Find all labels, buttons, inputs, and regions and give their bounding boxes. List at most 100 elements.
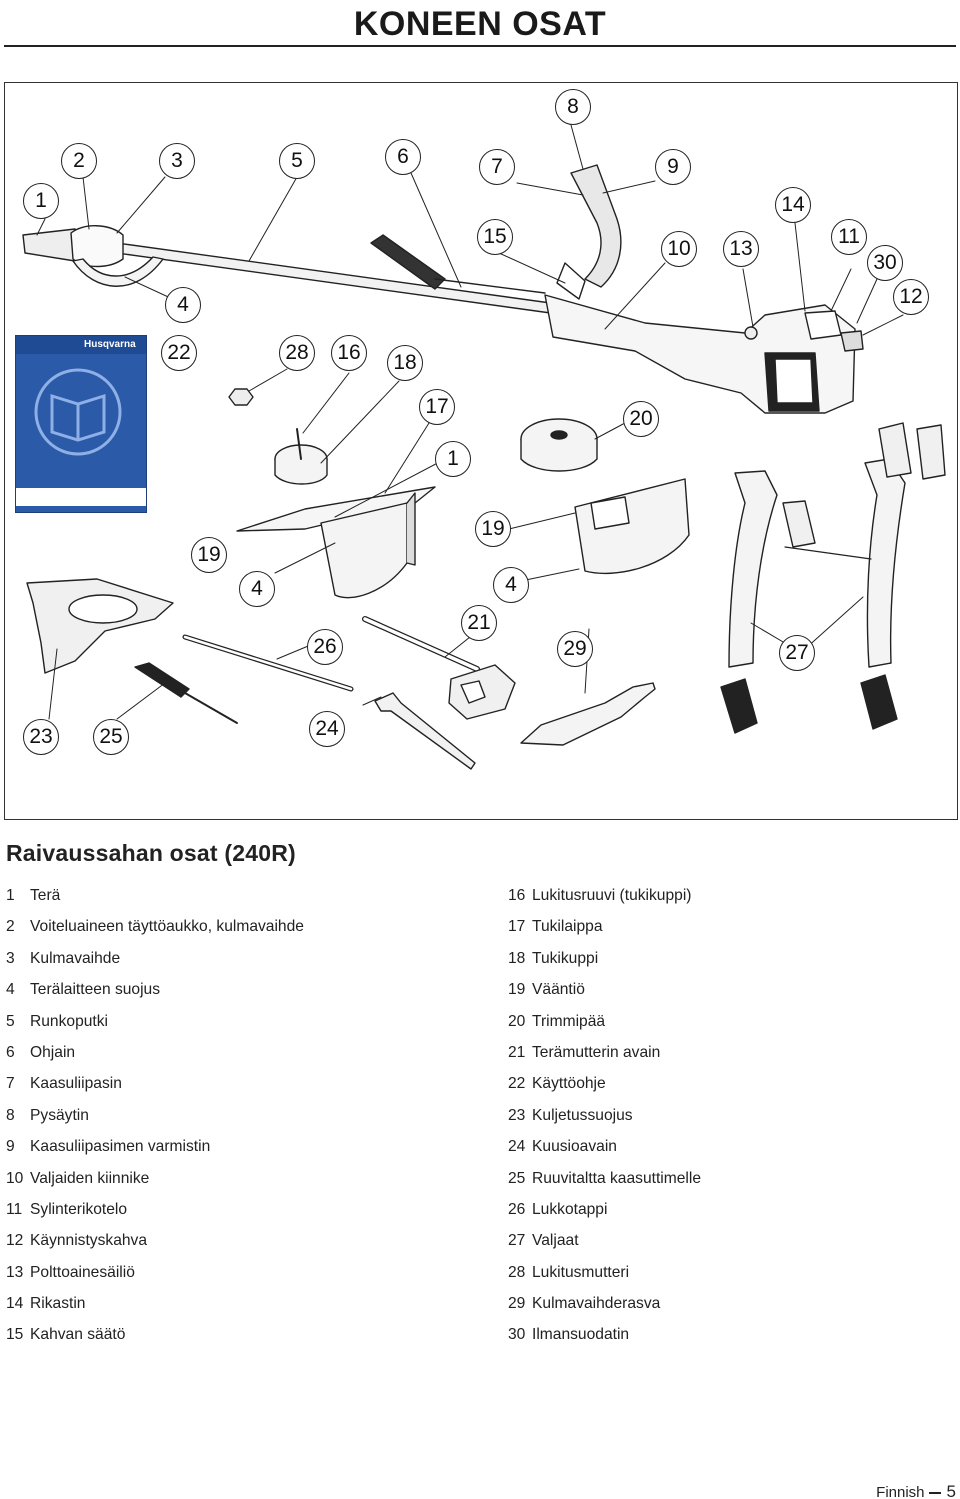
guard-4-drawing xyxy=(72,256,164,287)
section-title: Raivaussahan osat (240R) xyxy=(6,840,296,866)
list-item: 5 Runkoputki xyxy=(6,1006,426,1037)
part-name: Rikastin xyxy=(30,1295,86,1313)
part-name: Kuljetussuojus xyxy=(532,1106,633,1124)
callout-23: 23 xyxy=(23,719,59,755)
part-name: Kulmavaihderasva xyxy=(532,1295,661,1313)
list-item: 24 Kuusioavain xyxy=(508,1131,928,1162)
callout-10: 10 xyxy=(661,231,697,267)
part-name: Kulmavaihde xyxy=(30,949,121,967)
part-name: Lukitusruuvi (tukikuppi) xyxy=(532,887,692,904)
hex-key-drawing xyxy=(374,692,476,770)
parts-list-right: 16 Lukitusruuvi (tukikuppi) 17 Tukilaippa 18… xyxy=(508,880,928,1351)
part-name: Polttoainesäiliö xyxy=(30,1263,135,1281)
list-item: 15 Kahvan säätö xyxy=(6,1319,426,1350)
part-number: 24 xyxy=(508,1138,526,1156)
part-name: Kaasuliipasin xyxy=(30,1075,122,1093)
list-item: 16 Lukitusruuvi (tukikuppi) xyxy=(508,880,928,911)
part-name: Terälaitteen suojus xyxy=(30,981,161,999)
callout-1-lower: 1 xyxy=(435,441,471,477)
callout-19-left: 19 xyxy=(191,537,227,573)
callout-4-right: 4 xyxy=(493,567,529,603)
list-item: 23 Kuljetussuojus xyxy=(508,1100,928,1131)
screwdriver-drawing xyxy=(134,662,190,698)
part-name: Käyttöohje xyxy=(532,1075,606,1093)
list-item: 14 Rikastin xyxy=(6,1288,426,1319)
callout-24: 24 xyxy=(309,711,345,747)
callout-16: 16 xyxy=(331,335,367,371)
callout-28: 28 xyxy=(279,335,315,371)
part-name: Tukilaippa xyxy=(532,918,603,936)
part-number: 17 xyxy=(508,918,526,936)
parts-illustration: Husqvarna 8 2 3 5 6 7 9 1 14 15 10 13 11… xyxy=(4,82,958,820)
part-number: 12 xyxy=(6,1232,24,1250)
part-number: 6 xyxy=(6,1043,15,1061)
page-title: KONEEN OSAT xyxy=(353,5,607,43)
harness-drawing xyxy=(728,470,778,668)
part-number: 19 xyxy=(508,981,526,999)
callout-18: 18 xyxy=(387,345,423,381)
part-name: Kaasuliipasimen varmistin xyxy=(30,1138,211,1156)
callout-17: 17 xyxy=(419,389,455,425)
part-name: Runkoputki xyxy=(30,1012,109,1030)
callout-9: 9 xyxy=(655,149,691,185)
operators-manual: Husqvarna xyxy=(15,335,147,513)
part-number: 9 xyxy=(6,1138,15,1156)
part-name: Terämutterin avain xyxy=(532,1043,661,1061)
callout-30: 30 xyxy=(867,245,903,281)
part-name: Ruuvitaltta kaasuttimelle xyxy=(532,1169,702,1187)
callout-11: 11 xyxy=(831,219,867,255)
part-number: 2 xyxy=(6,918,15,936)
list-item: 18 Tukikuppi xyxy=(508,943,928,974)
transport-guard-drawing xyxy=(26,578,174,674)
part-name: Vääntiö xyxy=(532,981,585,999)
part-number: 23 xyxy=(508,1106,526,1124)
part-number: 18 xyxy=(508,949,526,967)
list-item: 19 Vääntiö xyxy=(508,974,928,1005)
page-number: 5 xyxy=(946,1482,956,1499)
parts-list-left: 1 Terä 2 Voiteluaineen täyttöaukko, kulmava… xyxy=(6,880,426,1351)
part-number: 20 xyxy=(508,1012,526,1030)
part-name: Kahvan säätö xyxy=(30,1326,126,1344)
part-number: 27 xyxy=(508,1232,526,1250)
part-name: Ilmansuodatin xyxy=(532,1326,630,1344)
list-item: 1 Terä xyxy=(6,880,426,911)
part-name: Terä xyxy=(30,887,61,904)
callout-8: 8 xyxy=(555,89,591,125)
callout-4-left: 4 xyxy=(239,571,275,607)
list-item: 6 Ohjain xyxy=(6,1037,426,1068)
callout-22: 22 xyxy=(161,335,197,371)
callout-3: 3 xyxy=(159,143,195,179)
part-number: 16 xyxy=(508,887,526,904)
part-number: 11 xyxy=(6,1200,23,1218)
callout-25: 25 xyxy=(93,719,129,755)
part-name: Tukikuppi xyxy=(532,949,599,967)
part-name: Ohjain xyxy=(30,1043,76,1061)
list-item: 9 Kaasuliipasimen varmistin xyxy=(6,1131,426,1162)
part-name: Voiteluaineen täyttöaukko, kulmavaihde xyxy=(30,918,304,936)
grease-tube-drawing xyxy=(520,682,656,746)
callout-5: 5 xyxy=(279,143,315,179)
part-name: Lukitusmutteri xyxy=(532,1263,630,1281)
list-item: 17 Tukilaippa xyxy=(508,911,928,942)
part-number: 5 xyxy=(6,1012,15,1030)
callout-1: 1 xyxy=(23,183,59,219)
part-name: Trimmipää xyxy=(532,1012,606,1030)
part-name: Kuusioavain xyxy=(532,1138,617,1156)
list-item: 29 Kulmavaihderasva xyxy=(508,1288,928,1319)
part-number: 15 xyxy=(6,1326,24,1344)
part-number: 14 xyxy=(6,1295,24,1313)
part-number: 29 xyxy=(508,1295,526,1313)
footer-dash xyxy=(928,1492,941,1494)
part-number: 1 xyxy=(6,887,15,904)
